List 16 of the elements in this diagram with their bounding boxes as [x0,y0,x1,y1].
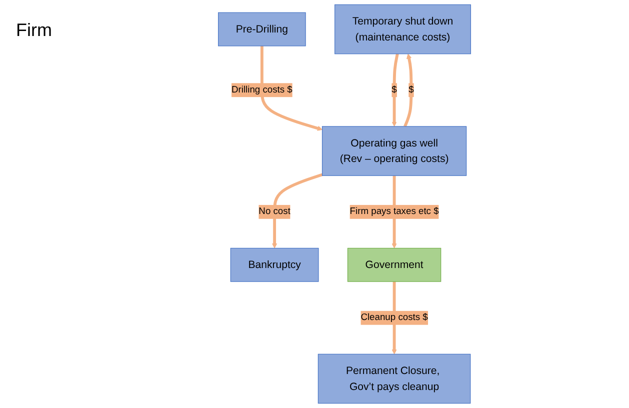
arrow [392,54,399,127]
section-label: Firm [16,20,52,41]
node-box: Temporary shut down (maintenance costs) [334,4,471,54]
edge-label: $ [392,84,397,95]
arrow [272,173,323,248]
node-box: Pre-Drilling [218,12,306,46]
edge-label: No cost [258,206,290,217]
node-box: Government [347,248,442,282]
node-box: Bankruptcy [230,248,319,282]
node-box: Operating gas well (Rev – operating costs) [322,126,467,176]
edge-label: Firm pays taxes etc $ [350,206,439,217]
edge-label: $ [408,84,414,95]
node-box: Permanent Closure, Gov’t pays cleanup [318,354,471,404]
arrow [260,46,322,131]
edge-label: Cleanup costs $ [360,312,428,323]
edge-label: Drilling costs $ [231,84,292,95]
